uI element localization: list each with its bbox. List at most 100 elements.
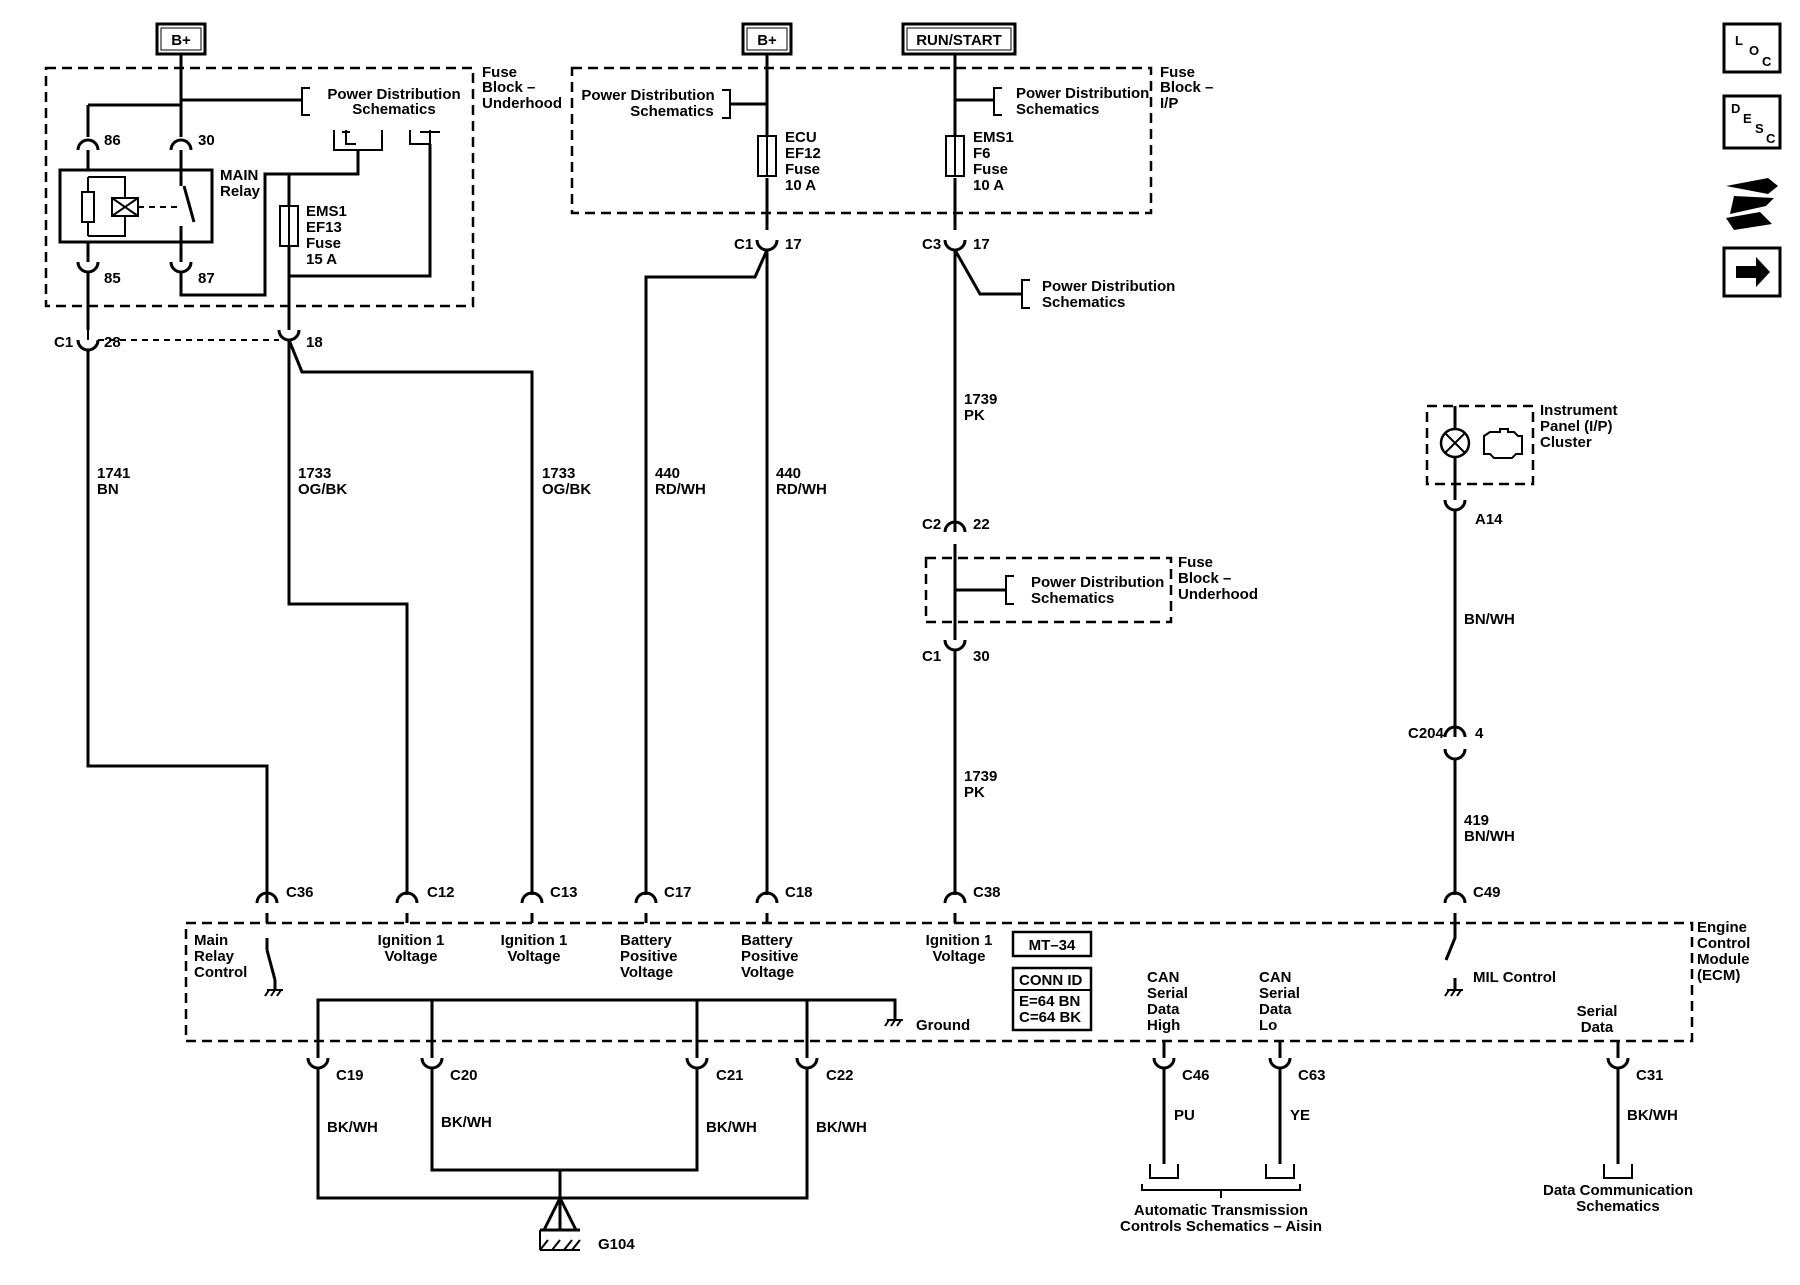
ecm-pin-c17: C17 xyxy=(634,884,692,923)
svg-text:Panel (I/P): Panel (I/P) xyxy=(1540,418,1613,435)
ecm-pin-c49: C49 xyxy=(1443,884,1501,997)
svg-text:C46: C46 xyxy=(1182,1067,1210,1084)
svg-text:YE: YE xyxy=(1290,1107,1310,1124)
pds-ref-c3: Power Distribution Schematics xyxy=(1021,278,1175,311)
fuse-block-underhood-left: Fuse Block – Underhood xyxy=(44,64,562,308)
fuse-block-underhood-right: Fuse Block – Underhood Power Distributio… xyxy=(924,544,1258,640)
svg-text:BN/WH: BN/WH xyxy=(1464,611,1515,628)
svg-text:Engine: Engine xyxy=(1697,919,1747,936)
svg-text:Schematics: Schematics xyxy=(352,101,435,118)
bottom-pin-c31: C31 BK/WH xyxy=(1606,1041,1678,1164)
svg-text:MIL Control: MIL Control xyxy=(1473,969,1556,986)
svg-text:1733: 1733 xyxy=(298,465,331,482)
svg-text:Serial: Serial xyxy=(1577,1003,1618,1020)
ground-g104: G104 xyxy=(539,1170,635,1253)
svg-text:Voltage: Voltage xyxy=(932,948,985,965)
connector-views-icon[interactable] xyxy=(1726,178,1778,230)
ecm-func-ground: Ground xyxy=(316,998,970,1048)
connector-c1-28: C1 28 xyxy=(54,334,269,903)
loc-icon[interactable]: L O C xyxy=(1722,22,1782,74)
svg-text:30: 30 xyxy=(973,648,990,665)
connector-c1-17: C1 17 xyxy=(644,236,802,895)
svg-text:Relay: Relay xyxy=(220,183,261,200)
svg-text:Battery: Battery xyxy=(620,932,672,949)
svg-text:22: 22 xyxy=(973,516,990,533)
svg-text:Fuse: Fuse xyxy=(482,64,517,81)
svg-text:Schematics: Schematics xyxy=(1042,294,1125,311)
svg-text:Power Distribution: Power Distribution xyxy=(327,86,460,103)
svg-text:Block –: Block – xyxy=(482,79,535,96)
desc-icon[interactable]: D E S C xyxy=(1722,94,1782,150)
svg-text:B+: B+ xyxy=(171,32,191,49)
svg-text:D: D xyxy=(1731,101,1740,116)
svg-text:C21: C21 xyxy=(716,1067,744,1084)
svg-text:C=64 BK: C=64 BK xyxy=(1019,1009,1081,1026)
svg-text:RUN/START: RUN/START xyxy=(916,32,1002,49)
next-page-arrow-icon[interactable] xyxy=(1722,246,1782,298)
svg-text:Block –: Block – xyxy=(1178,570,1231,587)
svg-text:C1: C1 xyxy=(54,334,73,351)
svg-text:Module: Module xyxy=(1697,951,1750,968)
ecm-func-can-high: CAN Serial Data High xyxy=(1147,969,1188,1034)
svg-text:BK/WH: BK/WH xyxy=(816,1119,867,1136)
run-start-label: RUN/START xyxy=(901,22,1017,56)
check-engine-icon xyxy=(1483,428,1523,459)
svg-text:BN: BN xyxy=(97,481,119,498)
svg-text:(ECM): (ECM) xyxy=(1697,967,1740,984)
relay-pin-labels: 86 30 85 87 xyxy=(104,132,215,287)
ecm-module: Engine Control Module (ECM) xyxy=(184,919,1750,1043)
svg-text:C: C xyxy=(1762,54,1772,69)
svg-text:CAN: CAN xyxy=(1259,969,1292,986)
ecm-func-bat-a: Battery Positive Voltage xyxy=(620,932,678,981)
svg-text:PU: PU xyxy=(1174,1107,1195,1124)
svg-text:EF13: EF13 xyxy=(306,219,342,236)
instrument-panel-cluster: Instrument Panel (I/P) Cluster xyxy=(1425,402,1618,486)
svg-text:30: 30 xyxy=(198,132,215,149)
dcs-schematic-ref: Data Communication Schematics xyxy=(1543,1164,1693,1215)
svg-text:S: S xyxy=(1755,121,1764,136)
svg-text:Voltage: Voltage xyxy=(507,948,560,965)
bplus-label-1: B+ xyxy=(155,22,207,56)
svg-text:Controls Schematics – Aisin: Controls Schematics – Aisin xyxy=(1120,1218,1322,1235)
svg-text:C19: C19 xyxy=(336,1067,364,1084)
connector-c204-4: C204 4 xyxy=(1408,725,1484,895)
svg-text:17: 17 xyxy=(973,236,990,253)
svg-text:440: 440 xyxy=(655,465,680,482)
svg-text:Power Distribution: Power Distribution xyxy=(1016,85,1149,102)
svg-text:C63: C63 xyxy=(1298,1067,1326,1084)
svg-text:Instrument: Instrument xyxy=(1540,402,1618,419)
svg-text:Fuse: Fuse xyxy=(973,161,1008,178)
svg-text:419: 419 xyxy=(1464,812,1489,829)
svg-text:86: 86 xyxy=(104,132,121,149)
svg-text:C: C xyxy=(1766,131,1776,146)
wire-440-label-a: 440 RD/WH xyxy=(655,465,706,498)
svg-text:C17: C17 xyxy=(664,884,692,901)
svg-text:C38: C38 xyxy=(973,884,1001,901)
svg-text:Power Distribution: Power Distribution xyxy=(1042,278,1175,295)
connector-a14: A14 xyxy=(1443,484,1503,737)
svg-text:18: 18 xyxy=(306,334,323,351)
wire-1733-label-a: 1733 OG/BK xyxy=(298,465,347,498)
svg-text:I/P: I/P xyxy=(1160,95,1178,112)
svg-text:Relay: Relay xyxy=(194,948,235,965)
svg-text:C13: C13 xyxy=(550,884,578,901)
svg-text:Voltage: Voltage xyxy=(384,948,437,965)
svg-text:O: O xyxy=(1749,43,1759,58)
svg-text:4: 4 xyxy=(1475,725,1484,742)
bottom-pin-c46: C46 PU xyxy=(1152,1041,1210,1164)
ecm-func-main-relay: Main Relay Control xyxy=(194,932,283,997)
svg-text:Positive: Positive xyxy=(741,948,799,965)
svg-text:Schematics: Schematics xyxy=(1576,1198,1659,1215)
bottom-pin-c63: C63 YE xyxy=(1268,1041,1326,1164)
wire-1739-label-a: 1739 PK xyxy=(964,391,997,424)
svg-text:440: 440 xyxy=(776,465,801,482)
svg-text:17: 17 xyxy=(785,236,802,253)
svg-text:85: 85 xyxy=(104,270,121,287)
svg-text:E=64 BN: E=64 BN xyxy=(1019,993,1080,1010)
svg-text:C12: C12 xyxy=(427,884,455,901)
svg-text:1733: 1733 xyxy=(542,465,575,482)
ecm-pin-c12: C12 xyxy=(395,884,455,923)
wire-1733-label-b: 1733 OG/BK xyxy=(542,465,591,498)
fb1-wiring xyxy=(76,54,440,330)
ecm-func-ign1-b: Ignition 1 Voltage xyxy=(501,932,568,965)
